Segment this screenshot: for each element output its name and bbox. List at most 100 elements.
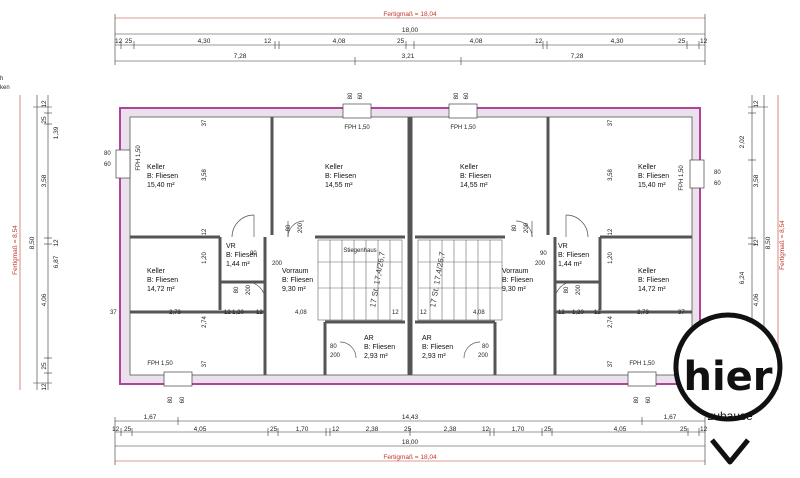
dim-label: 6,24 — [739, 271, 746, 284]
door-dim: 90 — [250, 251, 257, 257]
dim-label: 12 — [202, 228, 208, 235]
window-label: 80 — [454, 92, 460, 99]
left-edge-fragment: ken — [0, 85, 10, 91]
dim-label: 12 — [41, 383, 48, 391]
dim-label: 12 — [608, 228, 614, 235]
stair-landing-label: Stiegenhaus — [343, 248, 376, 254]
dim-label: 1,20 — [572, 310, 584, 316]
dim-label: 12 — [392, 310, 399, 316]
dim-label: 12 — [594, 310, 601, 316]
dim-label: 25 — [680, 426, 688, 433]
dim-label: 12 — [53, 239, 60, 247]
window-label: 80 — [104, 151, 111, 157]
dim-label: 1,20 — [232, 310, 244, 316]
door-dim: 80 — [512, 224, 518, 231]
staircase-left — [317, 239, 403, 321]
door-dim: 200 — [246, 284, 252, 295]
window-label: 80 — [714, 170, 721, 176]
dim-label: 12 — [558, 310, 565, 316]
dim-label: 37 — [678, 310, 685, 316]
window-label: FPH 1,50 — [344, 125, 370, 131]
dim-label: 12 — [256, 310, 263, 316]
window — [448, 103, 478, 119]
door-dim: 200 — [298, 222, 304, 233]
dim-label: 12 — [112, 426, 120, 433]
left-fertigmass: Fertigmaß = 8,54 — [12, 225, 19, 275]
window — [115, 149, 131, 179]
dim-label: 25 — [125, 38, 133, 45]
dim-label: 1,20 — [202, 252, 208, 264]
window-labels: FPH 1,50 FPH 1,50 FPH 1,50 FPH 1,50 FPH … — [104, 92, 721, 403]
window-label: FPH 1,50 — [450, 125, 476, 131]
window — [342, 103, 372, 119]
door-dim: 200 — [330, 353, 341, 359]
dim-label: 3,58 — [202, 169, 208, 181]
brand-logo: hier zuhause — [673, 312, 783, 465]
dim-label: 1,70 — [296, 426, 309, 433]
top-segment-labels: 12 25 4,30 12 4,08 25 4,08 12 4,30 25 12… — [115, 38, 708, 60]
dim-label: 2,38 — [444, 426, 457, 433]
window-label: 60 — [646, 396, 652, 403]
bottom-dimension-labels: 1,67 14,43 1,67 12 25 4,05 25 1,70 12 2,… — [112, 414, 708, 461]
dim-label: 12 — [332, 426, 340, 433]
dim-label: 2,74 — [202, 316, 208, 328]
dim-label: 4,08 — [333, 38, 346, 45]
dim-label: 1,67 — [144, 414, 157, 421]
dim-label: 7,28 — [234, 53, 247, 60]
left-dimensions — [19, 95, 52, 390]
window-label: 80 — [168, 396, 174, 403]
top-total: 18,00 — [402, 27, 419, 34]
dim-label: 12 — [224, 310, 231, 316]
window-label: FPH 1,50 — [136, 145, 142, 171]
left-part-labels: 12 25 1,39 3,58 12 6,87 4,06 25 12 — [41, 100, 60, 391]
dim-label: 12 — [115, 38, 123, 45]
dim-label: 25 — [678, 38, 686, 45]
dim-label: 3,58 — [753, 174, 760, 187]
dim-label: 2,38 — [366, 426, 379, 433]
dim-label: 25 — [544, 426, 552, 433]
dim-label: 4,06 — [753, 293, 760, 306]
door-dim: 200 — [524, 222, 530, 233]
dim-label: 3,58 — [608, 169, 614, 181]
window-label: 80 — [348, 92, 354, 99]
dim-label: 4,30 — [198, 38, 211, 45]
windows — [115, 103, 705, 387]
dim-label: 12 — [41, 100, 48, 108]
window-label: 60 — [358, 92, 364, 99]
dim-label: 4,08 — [470, 38, 483, 45]
window — [689, 159, 705, 189]
dim-label: 4,05 — [194, 426, 207, 433]
window-label: 60 — [714, 181, 721, 187]
dim-label: 18,00 — [402, 439, 419, 446]
door-swings — [231, 214, 589, 359]
dim-label: 12 — [753, 100, 760, 108]
dim-label: 37 — [608, 119, 614, 126]
left-edge-fragment: h — [0, 76, 3, 82]
dim-label: 3,21 — [402, 53, 415, 60]
dim-label: 4,08 — [295, 310, 307, 316]
window-label: FPH 1,50 — [679, 165, 685, 191]
dim-label: 12 — [264, 38, 272, 45]
logo-pin-tip — [710, 438, 750, 465]
window-label: 60 — [104, 162, 111, 168]
dim-label: 1,70 — [512, 426, 525, 433]
dim-label: 37 — [110, 310, 117, 316]
dim-label: 37 — [202, 119, 208, 126]
window-label: 60 — [180, 396, 186, 403]
logo-text-main: hier — [683, 354, 772, 400]
dim-label: 12 — [700, 38, 708, 45]
dim-label: 2,74 — [608, 316, 614, 328]
interior-dimension-labels: 37 3,58 12 1,20 2,74 37 37 3,58 12 1,20 … — [110, 119, 685, 367]
dim-label: 1,20 — [608, 252, 614, 264]
top-fertigmass: Fertigmaß = 18,04 — [383, 11, 437, 18]
dim-label: 4,30 — [611, 38, 624, 45]
